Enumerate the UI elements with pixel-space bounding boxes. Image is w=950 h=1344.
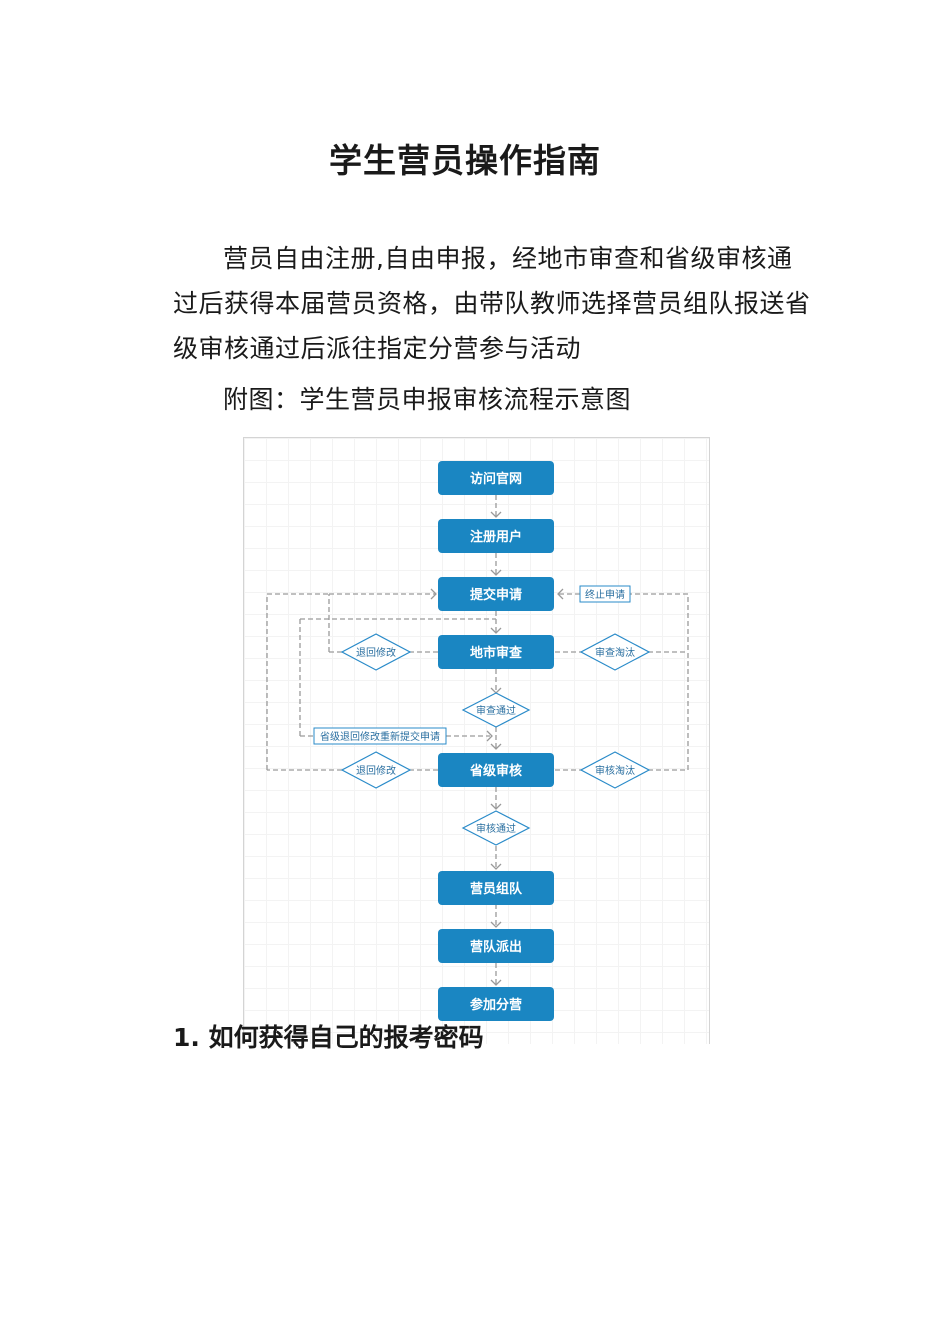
step-province-review: 省级审核 — [438, 753, 554, 787]
svg-text:营员组队: 营员组队 — [470, 881, 523, 897]
figure-caption: 附图：学生营员申报审核流程示意图 — [223, 385, 632, 414]
page-title: 学生营员操作指南 — [329, 141, 601, 180]
decision-province-return: 退回修改 — [340, 751, 412, 789]
reject-connectors — [555, 588, 689, 771]
step-dispatch-team: 营队派出 — [438, 929, 554, 963]
svg-text:提交申请: 提交申请 — [470, 587, 522, 603]
svg-text:注册用户: 注册用户 — [470, 529, 522, 545]
svg-text:地市审查: 地市审查 — [470, 645, 523, 661]
decision-city-reject: 审查淘汰 — [579, 633, 651, 671]
label-resubmit-application: 省级退回修改重新提交申请 — [313, 727, 447, 745]
decision-province-reject: 审核淘汰 — [579, 751, 651, 789]
svg-text:营队派出: 营队派出 — [470, 939, 522, 955]
svg-text:省级审核: 省级审核 — [469, 763, 522, 779]
step-join-camp: 参加分营 — [438, 987, 554, 1021]
decision-city-return: 退回修改 — [340, 633, 412, 671]
decision-province-pass: 审核通过 — [461, 810, 531, 846]
svg-text:退回修改: 退回修改 — [356, 764, 396, 777]
step-register-user: 注册用户 — [438, 519, 554, 553]
svg-text:终止申请: 终止申请 — [585, 588, 625, 601]
svg-text:审查淘汰: 审查淘汰 — [595, 646, 635, 659]
flowchart-figure: 访问官网 注册用户 提交申请 地市审查 省级审核 营员组队 营队派出 参加分营 — [243, 437, 710, 1044]
section-heading: 1. 如何获得自己的报考密码 — [173, 1023, 484, 1052]
return-connectors — [266, 588, 496, 771]
svg-text:审查通过: 审查通过 — [476, 704, 516, 717]
svg-text:审核通过: 审核通过 — [476, 822, 516, 835]
step-submit-application: 提交申请 — [438, 577, 554, 611]
svg-text:审核淘汰: 审核淘汰 — [595, 764, 635, 777]
decision-city-pass: 审查通过 — [461, 692, 531, 728]
step-form-team: 营员组队 — [438, 871, 554, 905]
step-city-review: 地市审查 — [438, 635, 554, 669]
svg-text:参加分营: 参加分营 — [470, 997, 522, 1013]
main-connectors — [490, 495, 502, 986]
svg-text:访问官网: 访问官网 — [470, 471, 522, 487]
svg-text:退回修改: 退回修改 — [356, 646, 396, 659]
step-visit-website: 访问官网 — [438, 461, 554, 495]
label-terminate-application: 终止申请 — [579, 585, 631, 603]
svg-text:省级退回修改重新提交申请: 省级退回修改重新提交申请 — [320, 730, 440, 743]
intro-paragraph: 营员自由注册,自由申报，经地市审查和省级审核通过后获得本届营员资格，由带队教师选… — [173, 244, 811, 363]
